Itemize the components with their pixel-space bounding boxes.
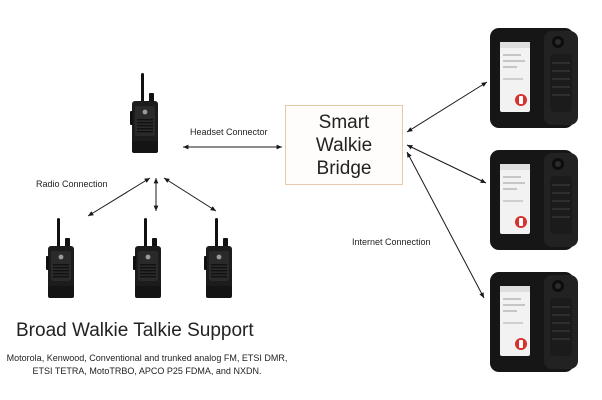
support-description: Motorola, Kenwood, Conventional and trun… — [6, 353, 288, 376]
internet-arrow-bottom — [406, 151, 485, 299]
smartphone-icon — [490, 150, 578, 250]
bridge-title-line1: Smart — [318, 111, 370, 133]
walkie-talkie-icon — [204, 218, 232, 298]
radio-connection-label: Radio Connection — [36, 179, 108, 189]
internet-arrow-middle — [406, 144, 487, 184]
walkie-talkie-icon — [46, 218, 74, 298]
smart-walkie-bridge-box: Smart Walkie Bridge — [285, 105, 403, 185]
internet-arrow-top — [406, 81, 488, 133]
support-title: Broad Walkie Talkie Support — [16, 320, 254, 341]
walkie-talkie-icon — [133, 218, 161, 298]
radio-arrow-left — [87, 177, 151, 217]
smartphone-icon — [490, 28, 578, 128]
radio-arrow-right — [163, 177, 217, 212]
bridge-title-line2: Walkie — [315, 134, 373, 156]
walkie-talkie-icon — [130, 73, 158, 153]
smartphone-icon — [490, 272, 578, 372]
bridge-title-line3: Bridge — [316, 157, 372, 179]
internet-connection-label: Internet Connection — [352, 237, 431, 247]
headset-connector-label: Headset Connector — [190, 127, 268, 137]
